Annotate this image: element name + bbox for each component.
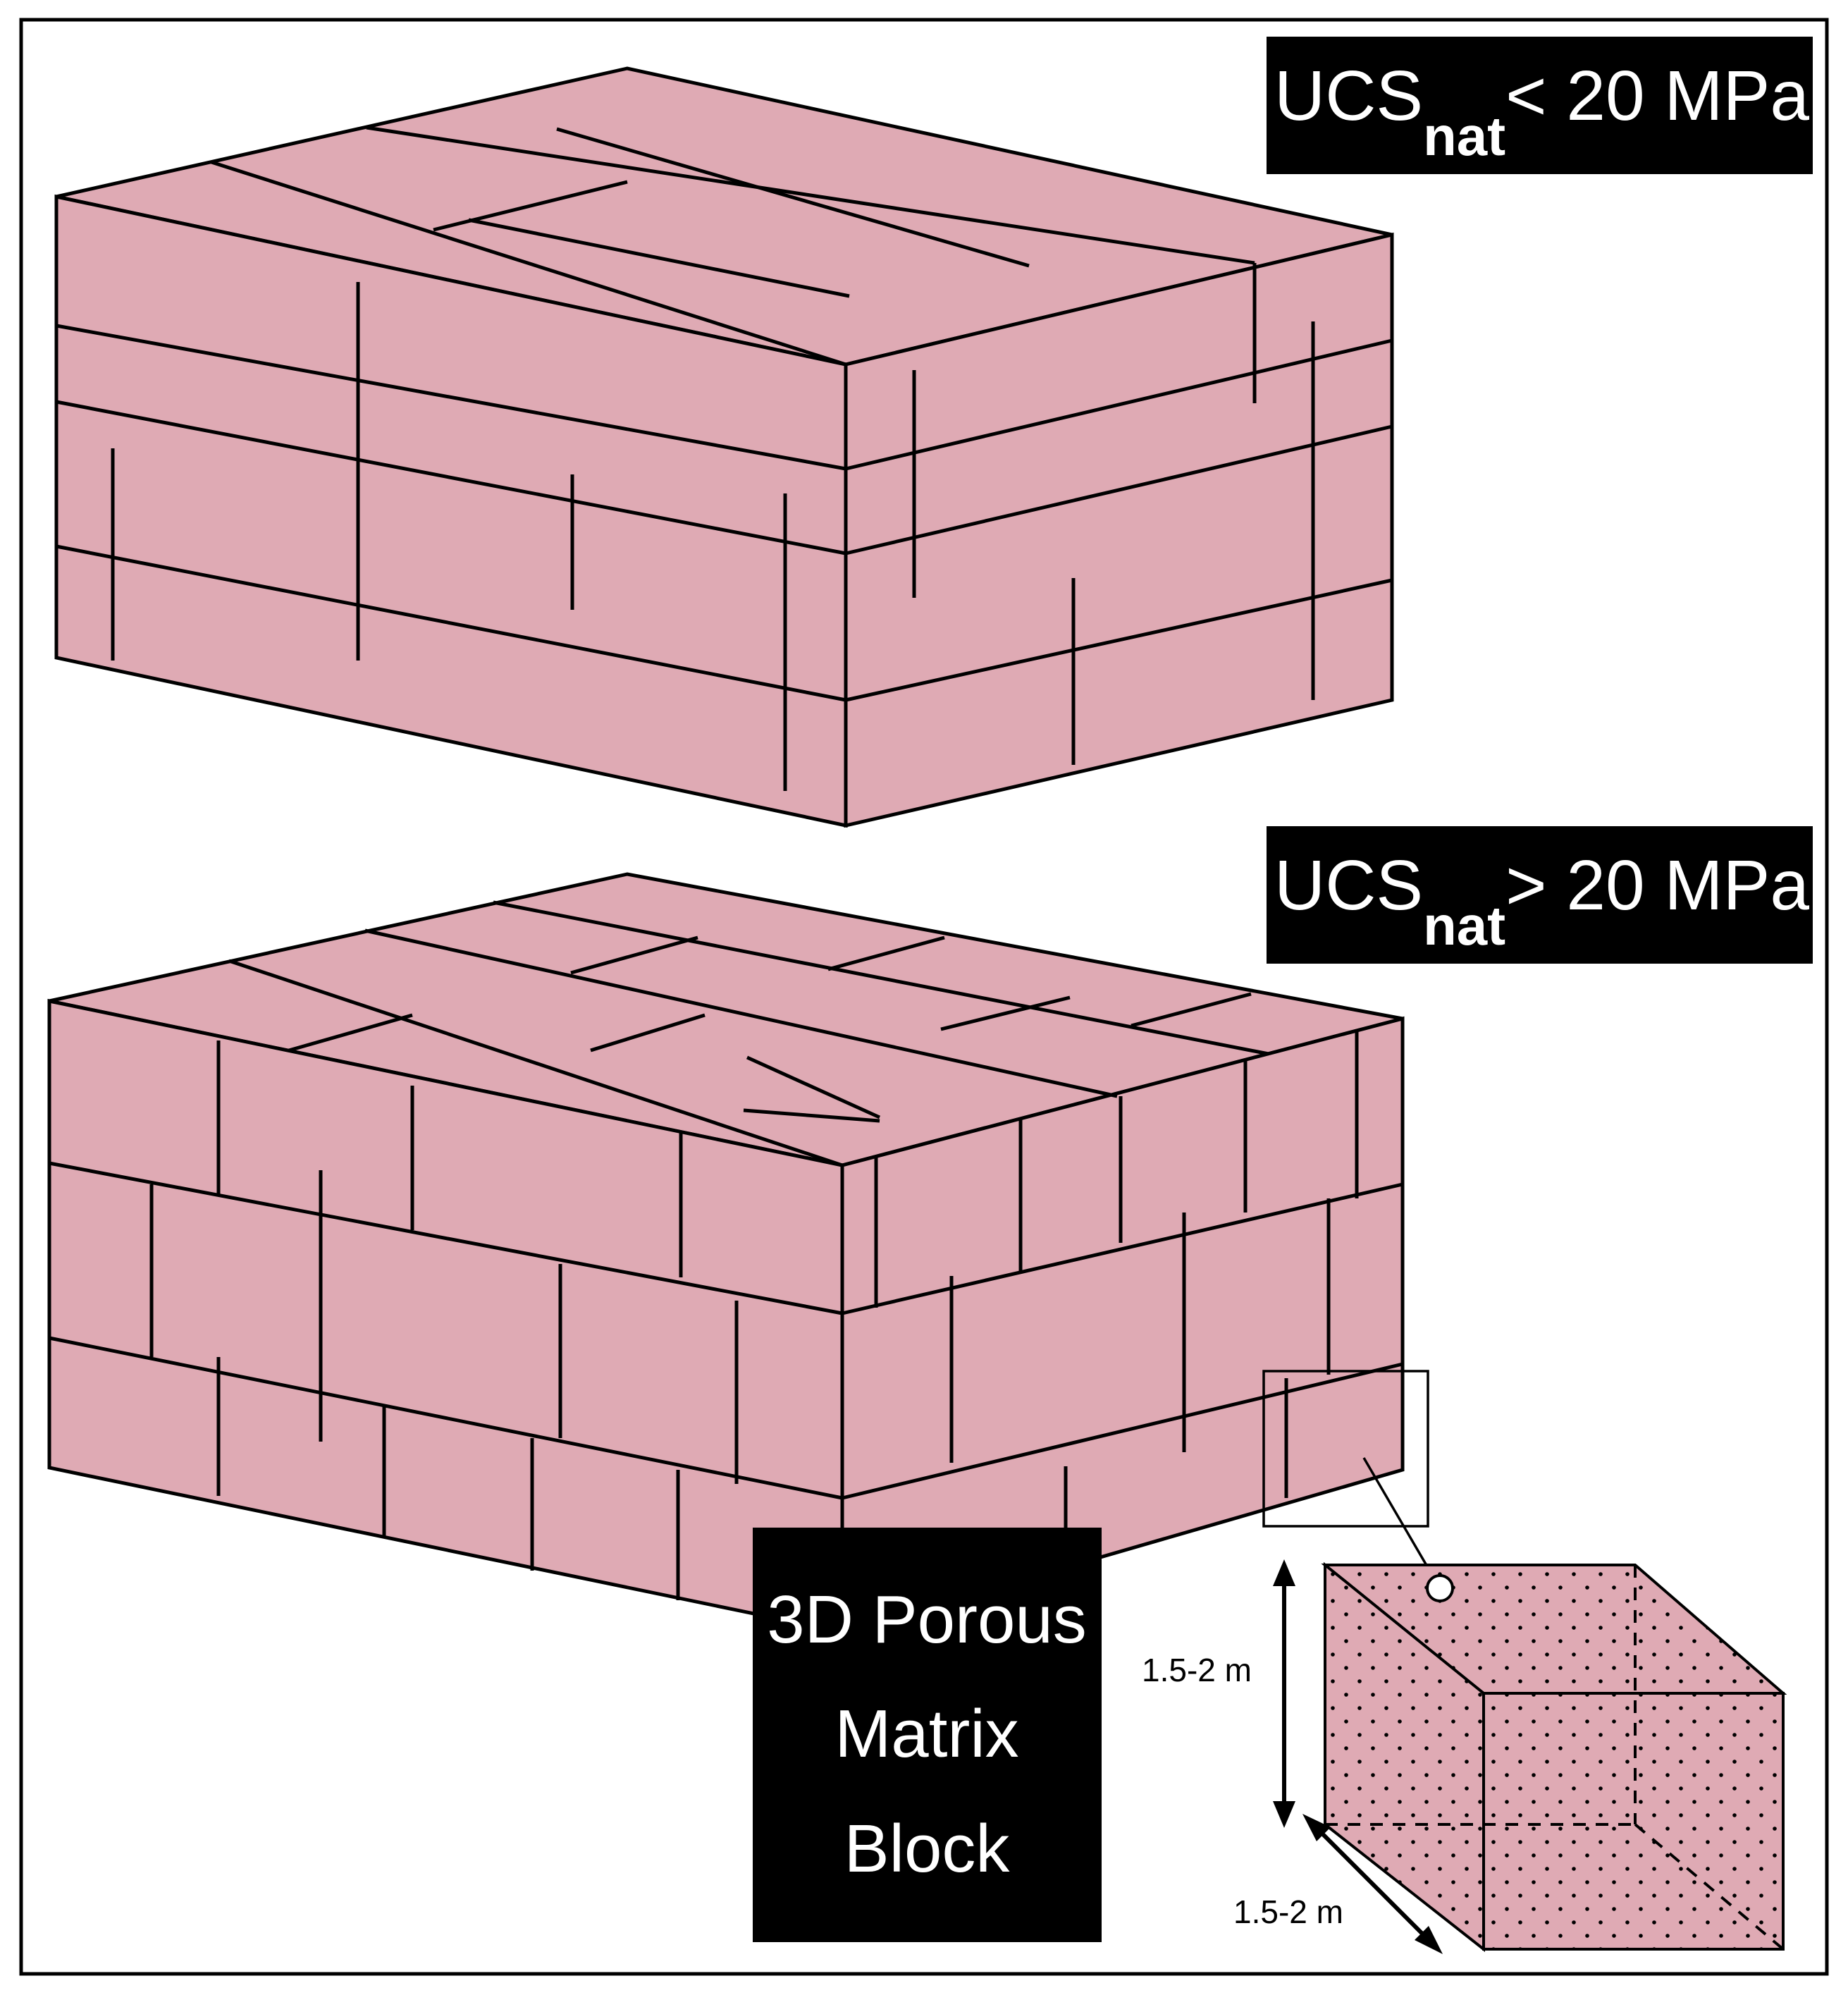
weak-block-fractures [56,125,1393,791]
weak-rock-block [54,66,1394,828]
depth-dimension-label: 1.5-2 m [1233,1893,1343,1930]
zoom-point-marker [1426,1574,1454,1602]
svg-text:UCSnat< 20 MPa: UCSnat< 20 MPa [1274,56,1809,167]
matrix-label-line3: Block [844,1811,1011,1886]
height-dimension-arrow [1273,1559,1295,1828]
weak-ucs-label: UCSnat< 20 MPa [1267,37,1813,174]
height-dimension-label: 1.5-2 m [1142,1652,1252,1688]
matrix-label-line1: 3D Porous [767,1582,1087,1657]
porous-matrix-label: 3D Porous Matrix Block [753,1528,1102,1942]
depth-dimension-arrow [1302,1814,1443,1954]
strong-ucs-label: UCSnat> 20 MPa [1267,826,1813,964]
matrix-label-line2: Matrix [834,1696,1018,1772]
svg-text:UCSnat> 20 MPa: UCSnat> 20 MPa [1274,846,1809,957]
strong-block-fractures [49,900,1403,1600]
matrix-cube-side-face [1324,1561,1485,1953]
porous-matrix-cube [1321,1561,1787,1953]
matrix-cube-front-face [1482,1692,1785,1951]
zoom-selection-box [1262,1370,1429,1528]
